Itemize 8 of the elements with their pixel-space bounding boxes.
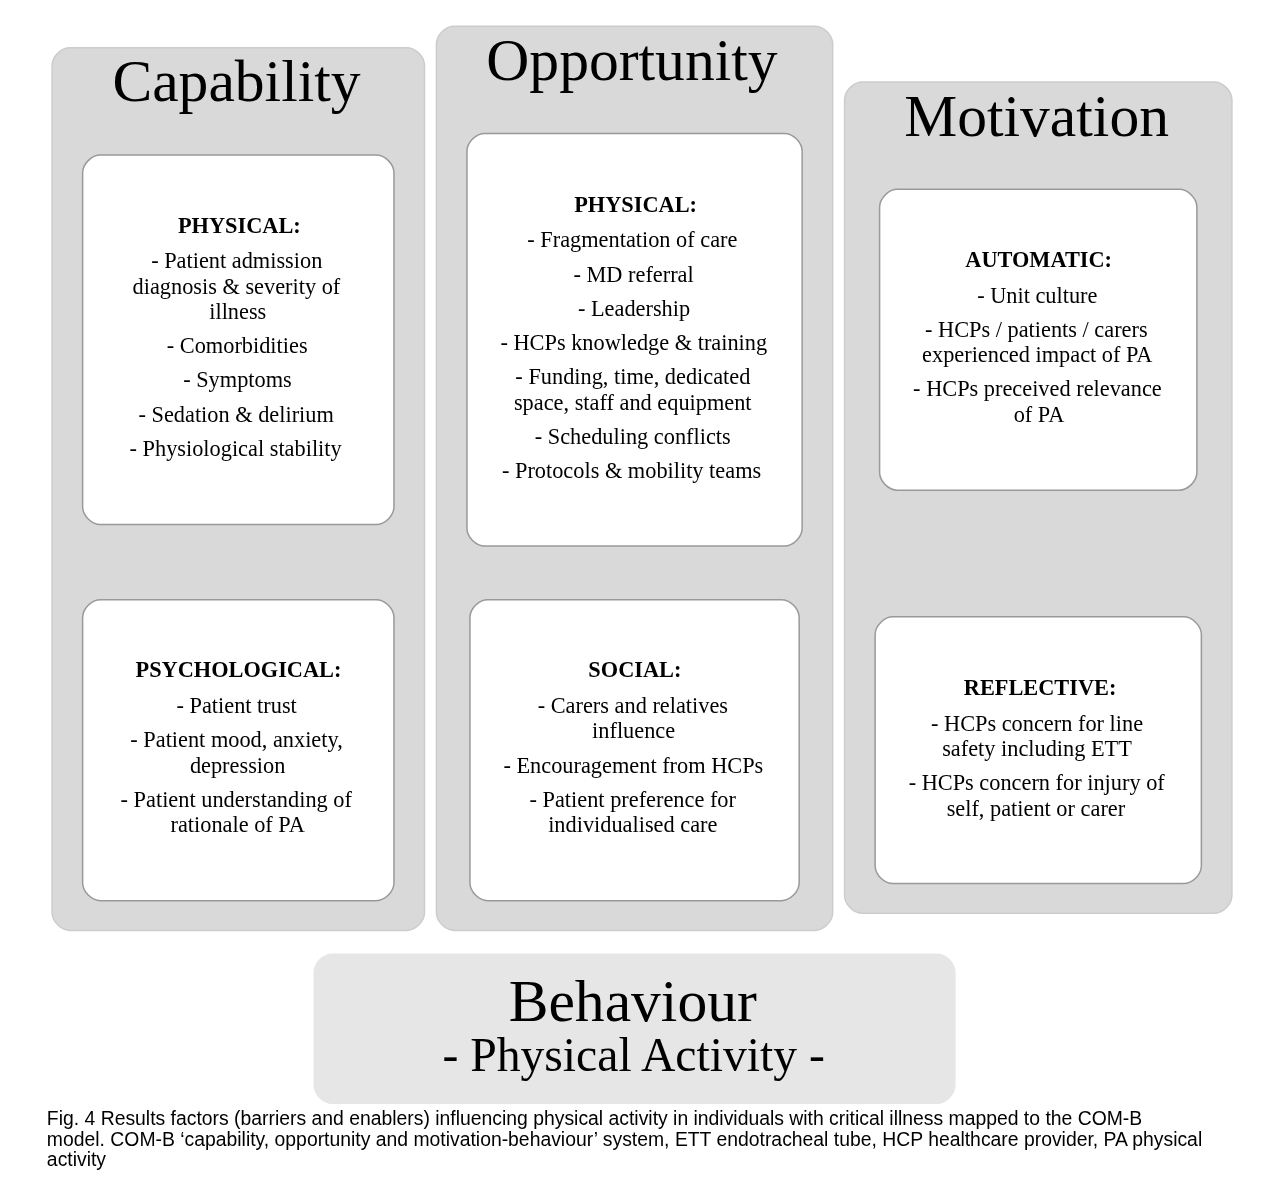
node-box: AUTOMATIC: - Unit culture - HCPs / patients / carers experienced impact of PA - HCPs preceived relevance of PA	[878, 188, 1198, 491]
node-box: Behaviour - Physical Activity -	[313, 953, 956, 1104]
node-box: PHYSICAL: - Patient admission diagnosis & severity of illness - Comorbidities - Symptoms - Sedation & delirium - Physiological stability	[81, 154, 395, 526]
caption: Fig. 4 Results factors (barriers and enablers) influencing physical activity in individuals with critical illness mapped to the COM-B model. COM-B ‘capability, opportunity and motivation-behaviour’ system, ETT endotracheal tube, HCP healthcare provider, PA physical activity	[46, 1106, 1203, 1171]
node-box: SOCIAL: - Carers and relatives influence - Encouragement from HCPs - Patient preference for individualised care	[469, 598, 800, 902]
node-box: REFLECTIVE: - HCPs concern for line safety including ETT - HCPs concern for injury of self, patient or carer	[874, 616, 1203, 885]
node-box: PSYCHOLOGICAL: - Patient trust - Patient mood, anxiety, depression - Patient understanding of rationale of PA	[81, 598, 395, 902]
node-box: PHYSICAL: - Fragmentation of care - MD referral - Leadership - HCPs knowledge & training - Funding, time, dedicated space, staff and equipment - Scheduling conflicts - Protocols & mobility teams	[466, 132, 803, 547]
